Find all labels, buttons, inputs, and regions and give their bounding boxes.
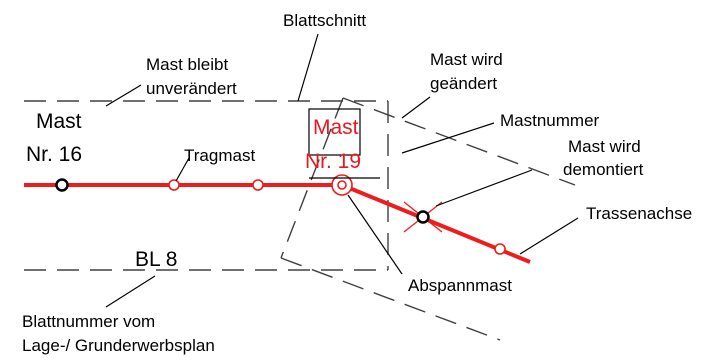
mast-16-symbol <box>55 178 69 192</box>
mastnummer-box <box>308 108 361 156</box>
label-demontiert-1: Mast wird <box>568 137 641 156</box>
label-demontiert-2: demontiert <box>563 160 644 179</box>
label-blattnummer-desc-2: Lage-/ Grunderwerbsplan <box>22 336 215 355</box>
leader-abspannmast <box>347 194 403 275</box>
label-blattnummer: BL 8 <box>135 248 177 271</box>
label-mast-bleibt-1: Mast bleibt <box>146 55 228 74</box>
tragmast-symbol-1 <box>168 179 180 191</box>
label-trassenachse: Trassenachse <box>586 204 692 223</box>
sheet-boundaries <box>24 97 576 341</box>
leader-demontiert <box>435 169 533 207</box>
leader-lines <box>105 33 579 308</box>
leader-mastnummer <box>401 122 495 154</box>
label-mast19-1: Mast <box>313 116 359 139</box>
label-mast19-2: Nr. 19 <box>305 150 361 173</box>
leader-blattnummer <box>105 275 156 308</box>
label-mast16-2: Nr. 16 <box>26 143 82 166</box>
label-blattnummer-desc-1: Blattnummer vom <box>22 312 155 331</box>
tragmast-symbol-3 <box>494 243 506 255</box>
label-mast-geaendert-1: Mast wird <box>430 50 503 69</box>
leader-mast-geaendert <box>401 96 431 119</box>
tragmast-symbol-2 <box>252 179 264 191</box>
label-mast-geaendert-2: geändert <box>430 74 497 93</box>
rotated-sheet-bottom-edge <box>280 257 501 341</box>
rotated-sheet-top-edge <box>342 97 576 186</box>
demontierter-mast-symbol <box>403 201 443 233</box>
route-axis <box>24 183 531 264</box>
leader-blattschnitt <box>297 33 319 102</box>
leader-tragmast <box>175 157 190 182</box>
abspannmast-symbol <box>331 174 353 196</box>
label-abspannmast: Abspannmast <box>408 276 512 295</box>
masts <box>55 174 506 255</box>
label-mast16-1: Mast <box>36 110 82 133</box>
leader-mast-bleibt <box>105 84 142 107</box>
label-tragmast: Tragmast <box>184 146 255 165</box>
leader-trassenachse <box>519 217 579 255</box>
label-blattschnitt: Blattschnitt <box>283 11 366 30</box>
label-mast-bleibt-2: unverändert <box>146 79 237 98</box>
label-mastnummer: Mastnummer <box>500 111 600 130</box>
